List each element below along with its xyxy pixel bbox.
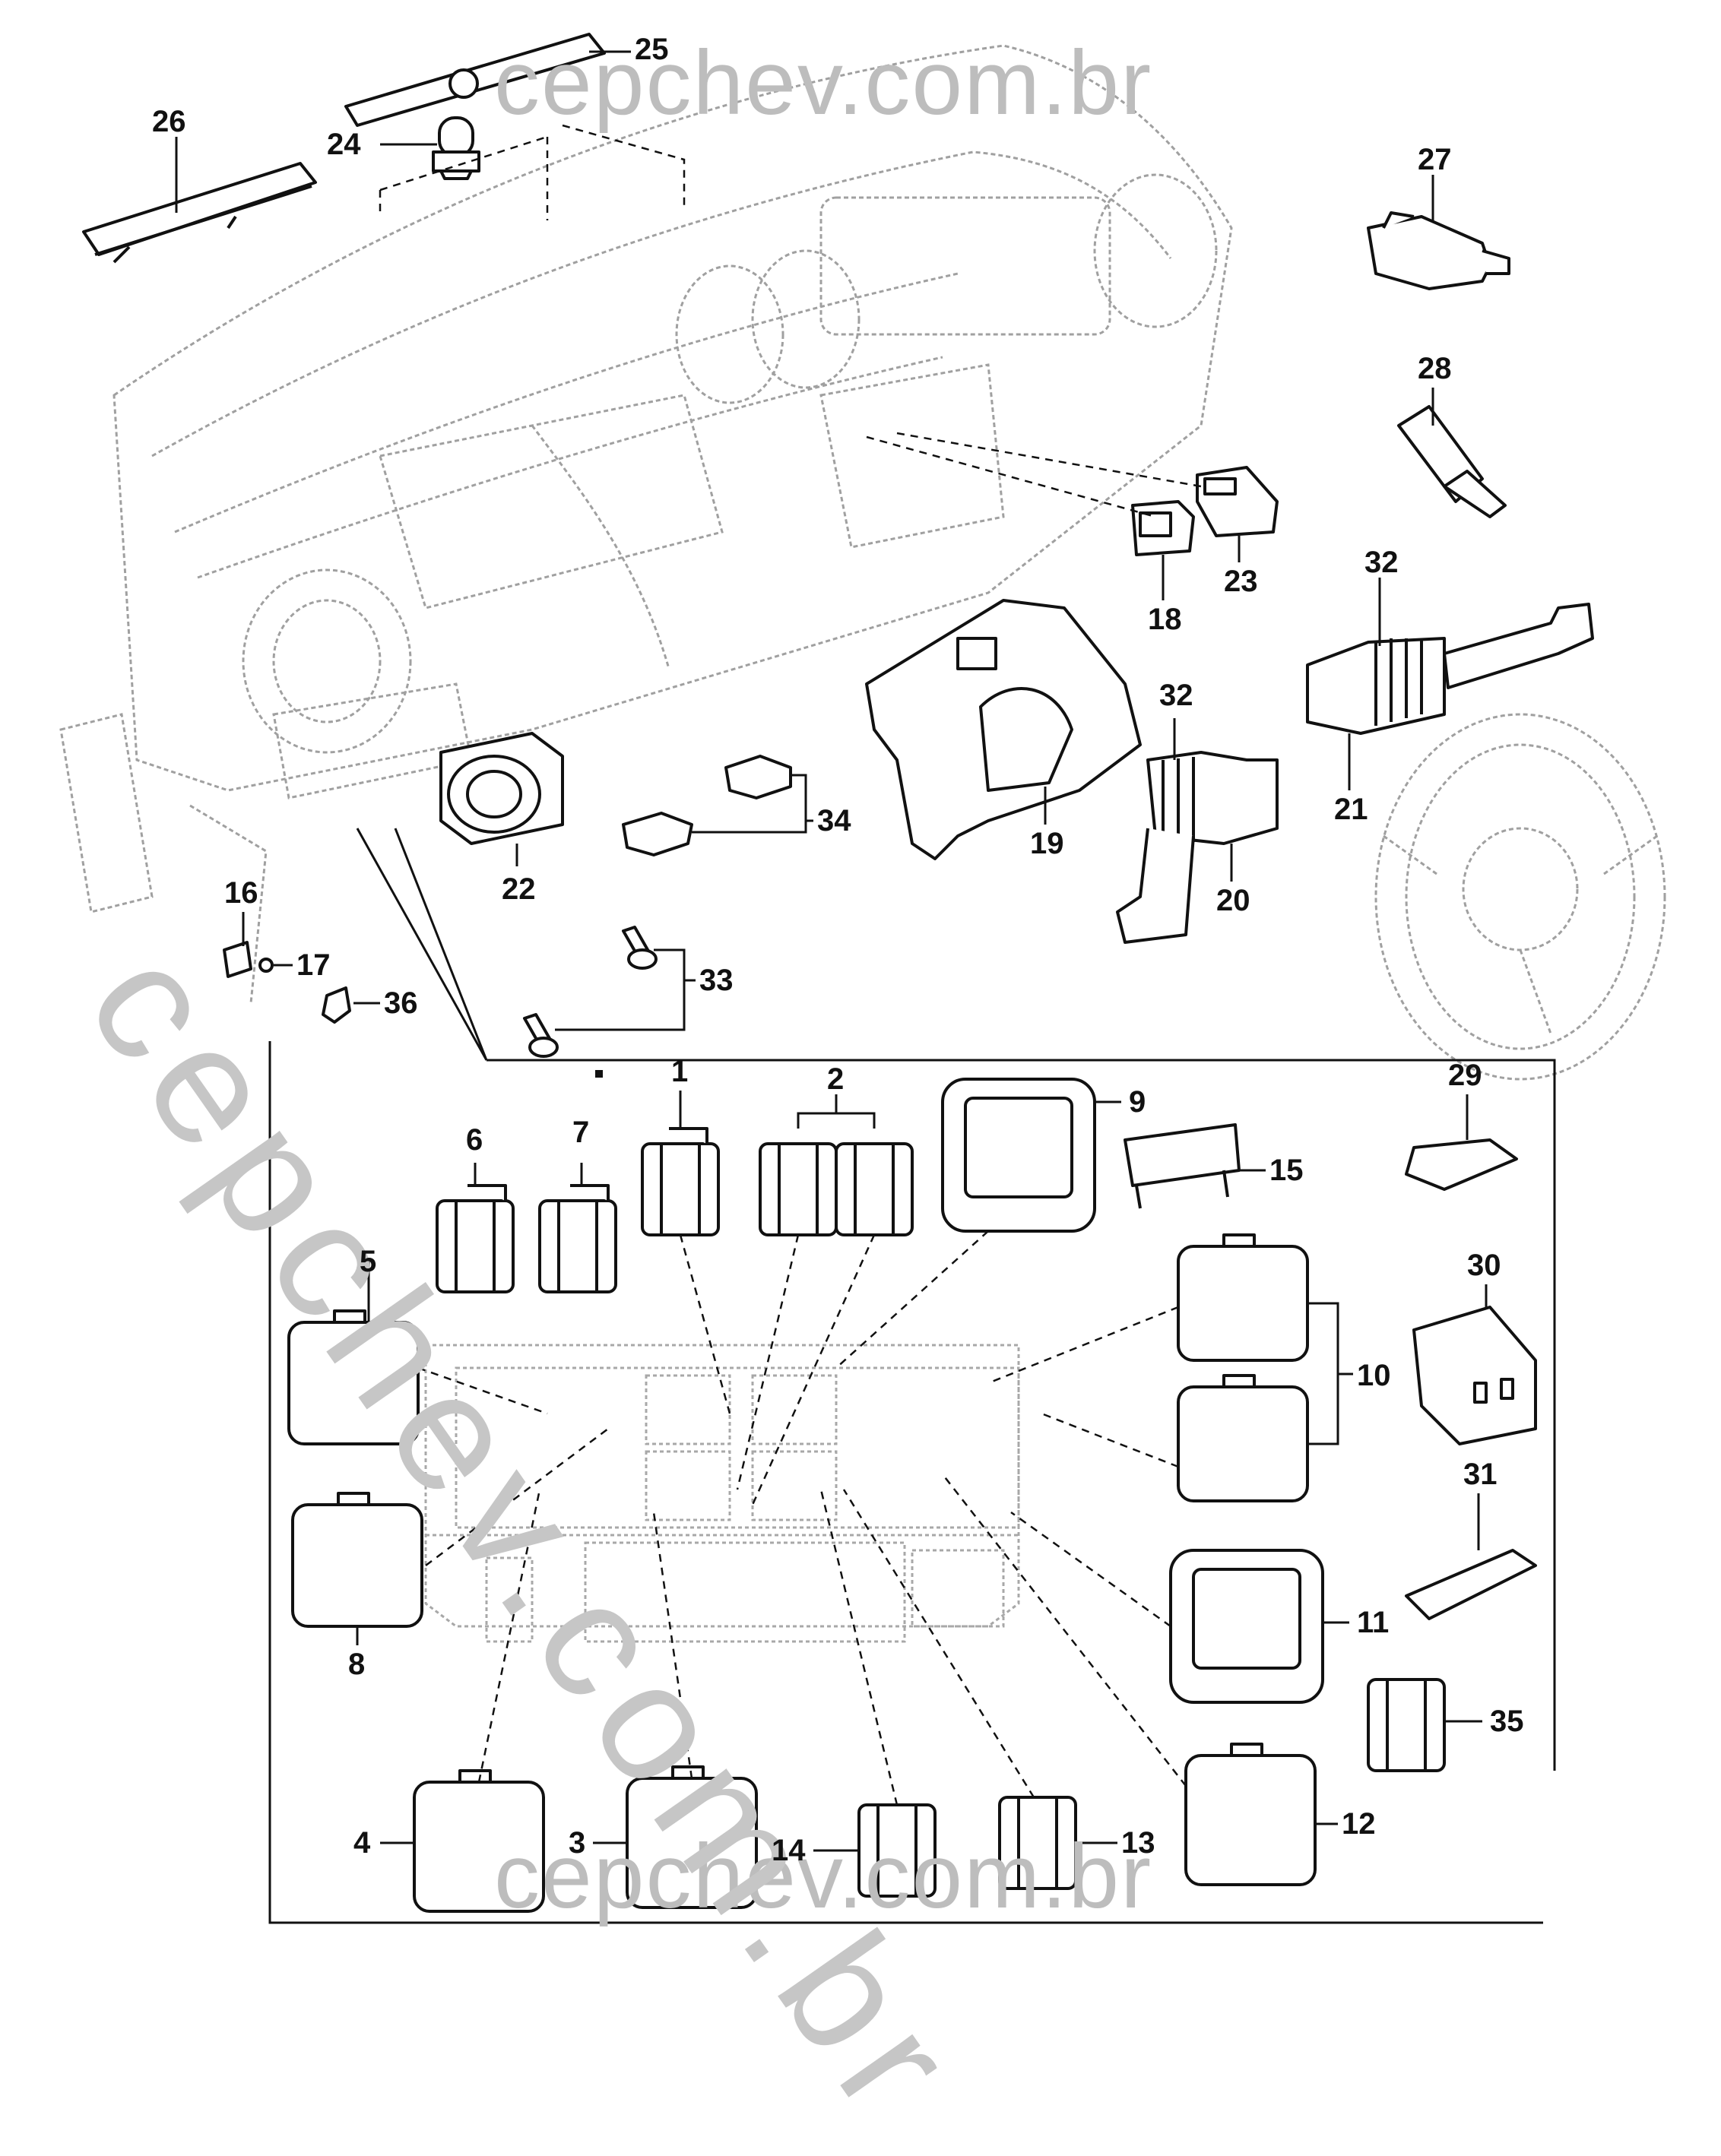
callout-14: 14	[772, 1834, 806, 1867]
callout-17: 17	[296, 948, 331, 982]
callout-16: 16	[224, 876, 258, 910]
callout-3: 3	[569, 1826, 586, 1860]
callout-26: 26	[152, 105, 186, 138]
leader-lines	[175, 50, 1488, 1852]
callout-32-right: 32	[1364, 546, 1399, 579]
callout-34: 34	[817, 804, 851, 837]
callout-36: 36	[384, 986, 418, 1020]
callout-10: 10	[1357, 1359, 1391, 1392]
callout-30: 30	[1467, 1249, 1501, 1282]
callout-5: 5	[360, 1245, 377, 1278]
callout-23: 23	[1224, 565, 1258, 598]
callout-4: 4	[353, 1826, 371, 1860]
marker-square	[595, 1070, 603, 1078]
callout-2: 2	[827, 1062, 845, 1096]
parts	[82, 33, 1594, 1058]
steering-wheel-sketch	[1374, 713, 1666, 1081]
diagram-artwork	[59, 33, 1666, 1924]
callout-27: 27	[1418, 143, 1452, 176]
callout-15: 15	[1269, 1154, 1304, 1187]
callout-31: 31	[1463, 1458, 1498, 1491]
callout-19: 19	[1030, 827, 1064, 860]
callout-32-left: 32	[1159, 679, 1193, 712]
fuse-box-sketch	[424, 1344, 1020, 1643]
callout-13: 13	[1121, 1826, 1155, 1860]
callout-24: 24	[327, 128, 361, 161]
callout-25: 25	[635, 33, 669, 66]
callout-9: 9	[1129, 1085, 1146, 1119]
callout-35: 35	[1490, 1705, 1524, 1738]
detail-frame	[268, 1041, 1556, 1924]
callout-33: 33	[699, 964, 734, 997]
callout-18: 18	[1148, 603, 1182, 636]
callout-7: 7	[572, 1116, 590, 1149]
callout-8: 8	[348, 1648, 366, 1681]
callout-12: 12	[1342, 1807, 1376, 1841]
locator-lines	[379, 124, 1202, 1806]
callout-21: 21	[1334, 793, 1368, 826]
callout-6: 6	[466, 1123, 483, 1157]
callout-28: 28	[1418, 352, 1452, 385]
callout-22: 22	[502, 872, 536, 906]
callout-29: 29	[1448, 1059, 1482, 1092]
callout-1: 1	[671, 1055, 689, 1088]
callout-20: 20	[1216, 884, 1250, 917]
callout-11: 11	[1357, 1606, 1390, 1639]
watermark-bottom: cepchev.com.br	[494, 1825, 1153, 1927]
parts-diagram: cepchev.com.br cepchev.com.br cepchev.co…	[53, 32, 1666, 2154]
watermark-top: cepchev.com.br	[494, 32, 1153, 134]
detail-frame-lead	[356, 828, 488, 1061]
